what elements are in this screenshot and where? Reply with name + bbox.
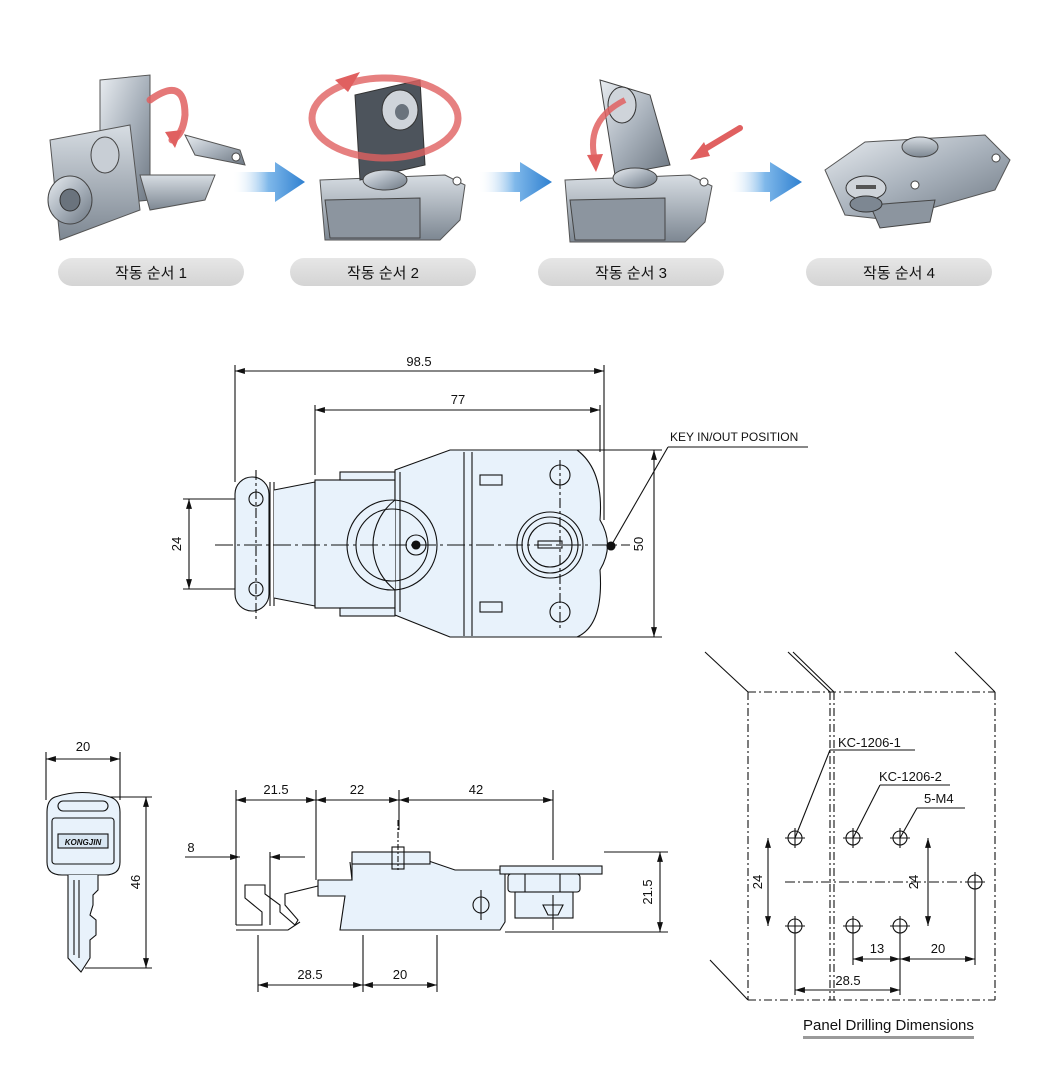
dim-side-c: 42 [469, 782, 483, 797]
step-1-illustration [47, 74, 246, 241]
dim-side-hook: 8 [187, 840, 194, 855]
step-3-label: 작동 순서 3 [538, 258, 724, 286]
dim-hole-pitch: 24 [169, 537, 184, 551]
dim-panel-left-pitch: 24 [750, 875, 765, 889]
step-2-illustration [308, 72, 466, 241]
dim-body-length: 77 [451, 392, 465, 407]
panel-callout-5m4: 5-M4 [924, 791, 954, 806]
dim-key-length: 46 [128, 875, 143, 889]
dim-side-height: 21.5 [640, 879, 655, 904]
dim-panel-20: 20 [931, 941, 945, 956]
step-3-to-4-arrow [728, 162, 802, 202]
step-2-label: 작동 순서 2 [290, 258, 476, 286]
step-4-label: 작동 순서 4 [806, 258, 992, 286]
dim-side-b: 22 [350, 782, 364, 797]
step-3-illustration [564, 79, 743, 243]
panel-drilling-drawing [704, 651, 996, 1001]
dim-side-a: 21.5 [263, 782, 288, 797]
dim-overall-length: 98.5 [406, 354, 431, 369]
key-brand-label: KONGJIN [65, 838, 102, 847]
panel-callout-kc1206-2: KC-1206-2 [879, 769, 942, 784]
panel-drilling-caption: Panel Drilling Dimensions [803, 1017, 974, 1039]
key-position-label: KEY IN/OUT POSITION [670, 430, 798, 444]
dim-panel-13: 13 [870, 941, 884, 956]
dim-panel-285: 28.5 [835, 973, 860, 988]
step-1-to-2-arrow [232, 162, 305, 202]
key-view-drawing [45, 752, 152, 973]
side-view-drawing [185, 790, 668, 992]
dim-overall-height: 50 [631, 537, 646, 551]
step-1-label: 작동 순서 1 [58, 258, 244, 286]
panel-callout-kc1206-1: KC-1206-1 [838, 735, 901, 750]
dim-side-d: 28.5 [297, 967, 322, 982]
step-2-to-3-arrow [478, 162, 552, 202]
dim-key-width: 20 [76, 739, 90, 754]
dim-panel-right-pitch: 24 [906, 875, 921, 889]
top-view-drawing [183, 365, 808, 638]
dim-side-e: 20 [393, 967, 407, 982]
step-4-illustration [824, 134, 1011, 229]
